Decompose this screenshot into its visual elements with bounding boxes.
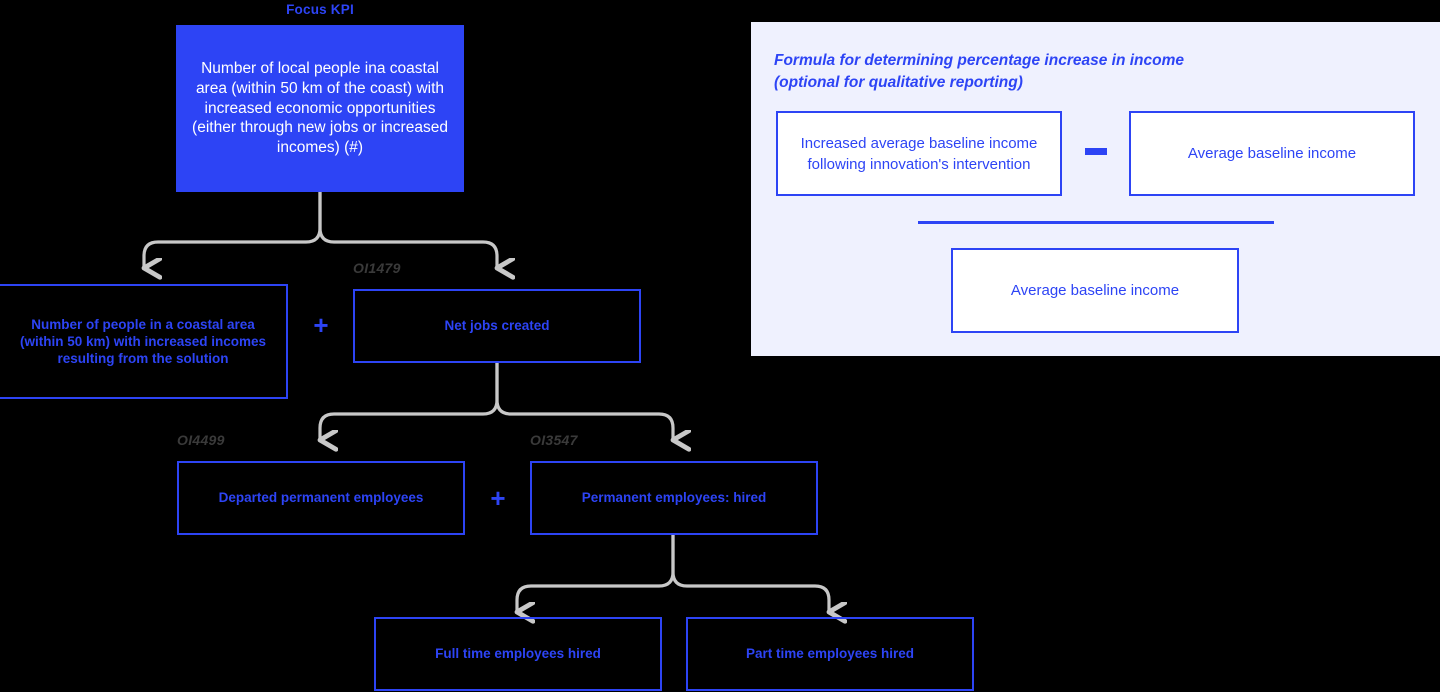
connector-kpi-to-increased-incomes xyxy=(144,190,322,268)
edge-label-oi4499: OI4499 xyxy=(177,432,225,448)
fraction-divider xyxy=(918,221,1274,224)
formula-numerator-left-box[interactable]: Increased average baseline income follow… xyxy=(776,111,1062,196)
node-departed-permanent-employees-label: Departed permanent employees xyxy=(218,490,424,506)
focus-kpi-caption: Focus KPI xyxy=(286,2,354,17)
formula-denominator-box[interactable]: Average baseline income xyxy=(951,248,1239,333)
node-focus-kpi-label: Number of local people ina coastal area … xyxy=(192,59,448,157)
edge-label-oi1479: OI1479 xyxy=(353,260,401,276)
node-permanent-employees-hired-label: Permanent employees: hired xyxy=(581,490,767,506)
connector-permanent-to-parttime xyxy=(671,533,829,612)
edge-label-oi3547: OI3547 xyxy=(530,432,578,448)
operator-plus-row2: + xyxy=(313,310,329,340)
node-part-time-employees-hired[interactable]: Part time employees hired xyxy=(686,617,974,691)
node-increased-incomes[interactable]: Number of people in a coastal area (with… xyxy=(0,284,288,399)
formula-denominator-label: Average baseline income xyxy=(1010,282,1180,299)
connector-permanent-to-fulltime xyxy=(517,533,675,612)
formula-numerator-right-label: Average baseline income xyxy=(1187,145,1357,162)
node-focus-kpi[interactable]: Number of local people ina coastal area … xyxy=(176,25,464,192)
node-net-jobs-created-label: Net jobs created xyxy=(444,318,550,334)
node-departed-permanent-employees[interactable]: Departed permanent employees xyxy=(177,461,465,535)
connector-netjobs-to-permanent-hired xyxy=(495,361,673,440)
node-full-time-employees-hired[interactable]: Full time employees hired xyxy=(374,617,662,691)
node-part-time-employees-hired-label: Part time employees hired xyxy=(745,646,915,662)
node-permanent-employees-hired[interactable]: Permanent employees: hired xyxy=(530,461,818,535)
node-net-jobs-created[interactable]: Net jobs created xyxy=(353,289,641,363)
formula-numerator-left-label: Increased average baseline income follow… xyxy=(800,134,1038,173)
formula-numerator-right-box[interactable]: Average baseline income xyxy=(1129,111,1415,196)
connector-kpi-to-net-jobs xyxy=(318,190,497,268)
minus-icon xyxy=(1085,148,1107,155)
connector-netjobs-to-departed xyxy=(320,361,499,440)
operator-plus-row3: + xyxy=(490,483,506,513)
formula-panel-title: Formula for determining percentage incre… xyxy=(774,52,1184,92)
node-full-time-employees-hired-label: Full time employees hired xyxy=(435,646,601,662)
node-increased-incomes-label: Number of people in a coastal area (with… xyxy=(19,316,267,367)
